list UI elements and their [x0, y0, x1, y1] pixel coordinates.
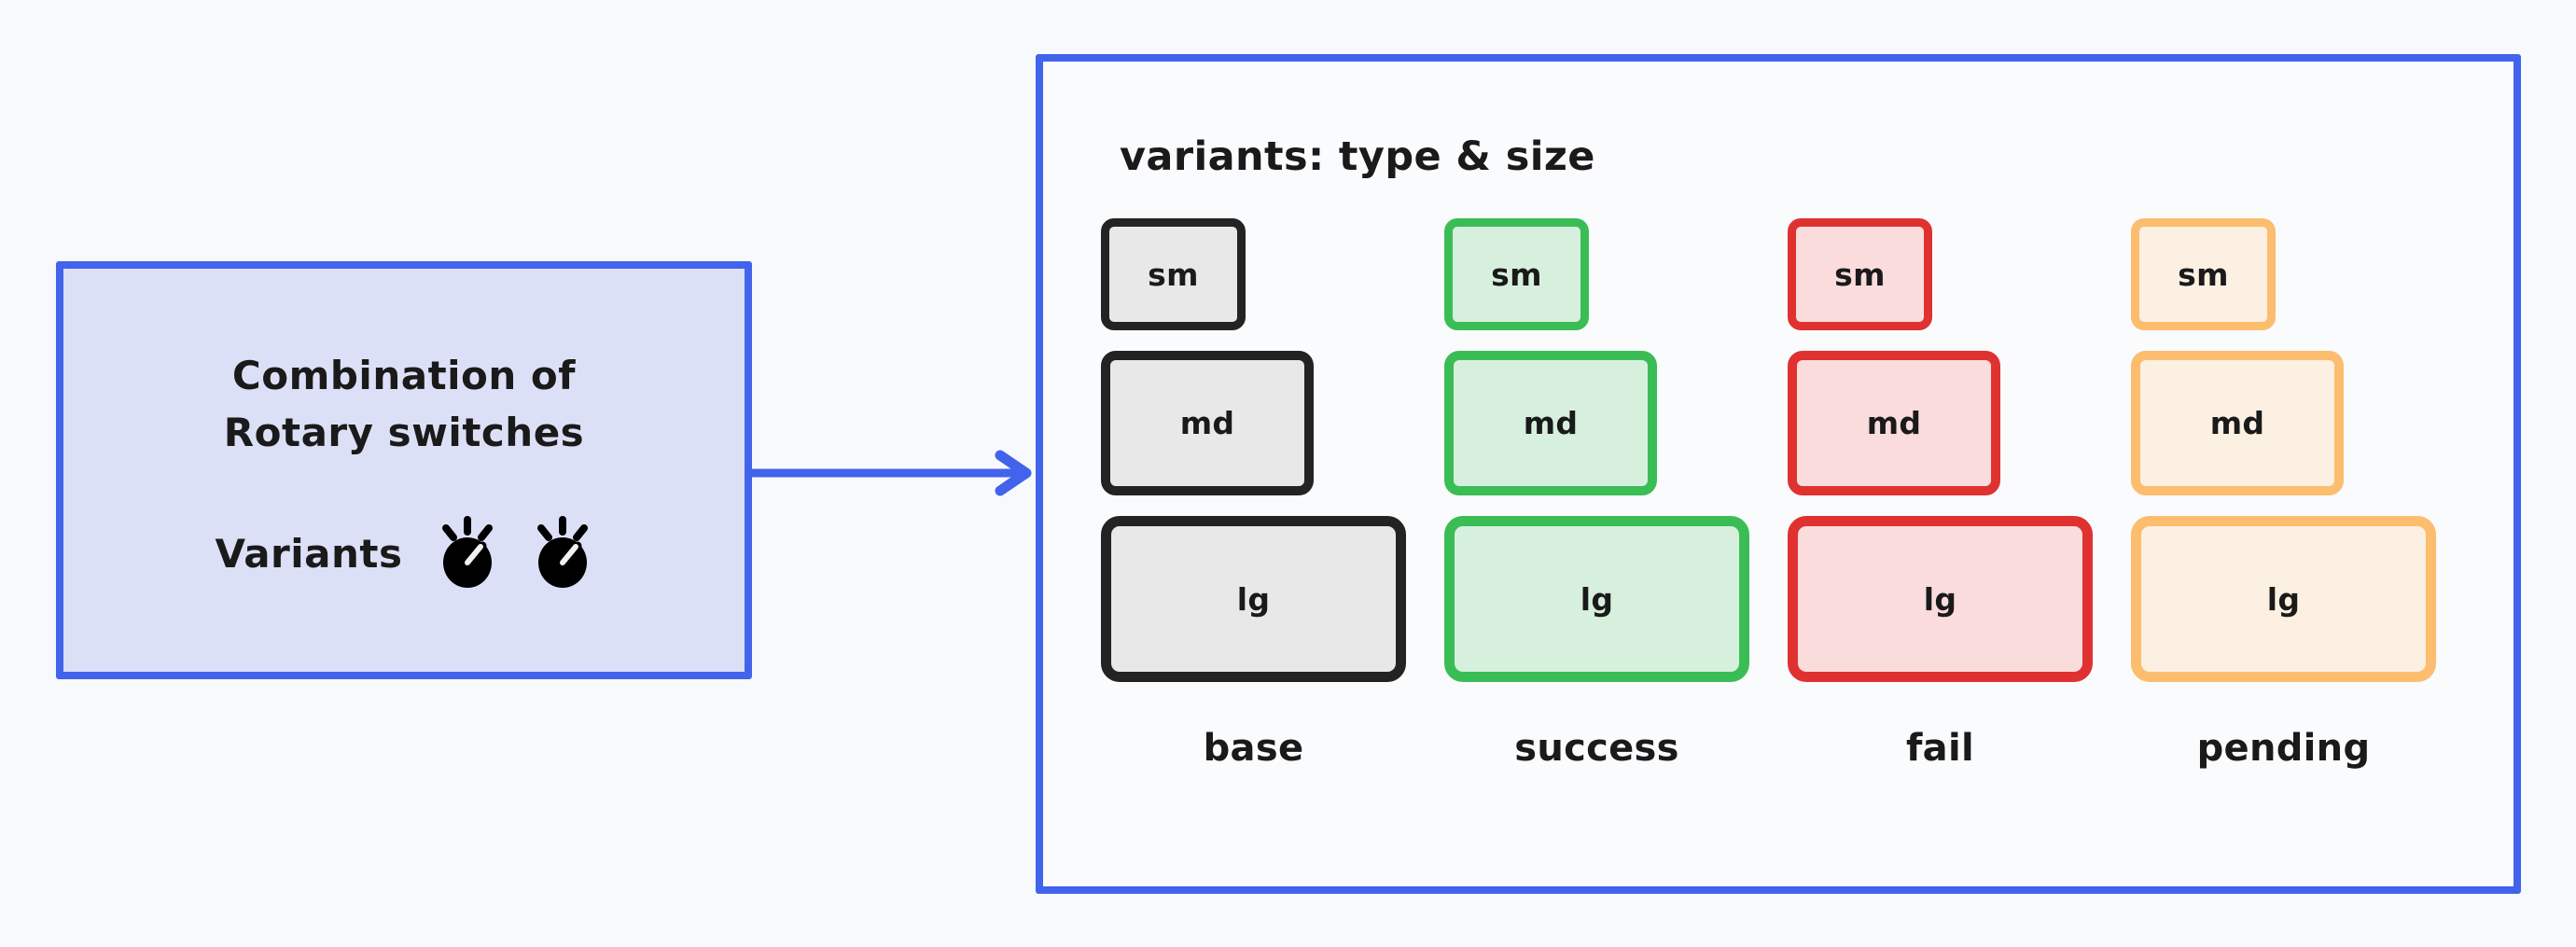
- variants-row: Variants: [215, 515, 593, 592]
- swatch-stack: sm md lg: [1788, 218, 2093, 682]
- swatch-success-sm[interactable]: sm: [1444, 218, 1589, 330]
- variant-label-fail: fail: [1905, 727, 1975, 770]
- swatch-base-sm[interactable]: sm: [1101, 218, 1246, 330]
- swatch-fail-md[interactable]: md: [1788, 351, 2000, 495]
- variant-grid: sm md lg base sm md lg success sm: [1101, 218, 2476, 770]
- variant-column-pending[interactable]: sm md lg pending: [2131, 218, 2474, 770]
- swatch-fail-lg[interactable]: lg: [1788, 516, 2093, 682]
- left-node-card[interactable]: Combination of Rotary switches Variants: [56, 261, 752, 679]
- swatch-fail-sm[interactable]: sm: [1788, 218, 1932, 330]
- swatch-stack: sm md lg: [2131, 218, 2436, 682]
- left-node-title: Combination of Rotary switches: [224, 348, 584, 462]
- rotary-knob-icon: [438, 515, 497, 592]
- panel-title: variants: type & size: [1120, 133, 1595, 180]
- swatch-base-md[interactable]: md: [1101, 351, 1314, 495]
- variant-label-success: success: [1514, 727, 1679, 770]
- variant-column-success[interactable]: sm md lg success: [1444, 218, 1788, 770]
- variants-label: Variants: [215, 531, 403, 578]
- variants-panel[interactable]: variants: type & size sm md lg base sm m…: [1036, 54, 2521, 894]
- swatch-success-lg[interactable]: lg: [1444, 516, 1749, 682]
- swatch-stack: sm md lg: [1101, 218, 1406, 682]
- swatch-base-lg[interactable]: lg: [1101, 516, 1406, 682]
- variant-column-base[interactable]: sm md lg base: [1101, 218, 1444, 770]
- left-node-title-line-1: Combination of: [231, 353, 577, 399]
- left-node-title-line-2: Rotary switches: [223, 410, 585, 455]
- swatch-pending-md[interactable]: md: [2131, 351, 2344, 495]
- flow-arrow-icon: [742, 431, 1045, 515]
- variant-label-base: base: [1203, 727, 1304, 770]
- swatch-stack: sm md lg: [1444, 218, 1749, 682]
- variant-label-pending: pending: [2196, 727, 2371, 770]
- variant-column-fail[interactable]: sm md lg fail: [1788, 218, 2131, 770]
- rotary-knob-icon: [533, 515, 592, 592]
- swatch-success-md[interactable]: md: [1444, 351, 1657, 495]
- swatch-pending-sm[interactable]: sm: [2131, 218, 2276, 330]
- swatch-pending-lg[interactable]: lg: [2131, 516, 2436, 682]
